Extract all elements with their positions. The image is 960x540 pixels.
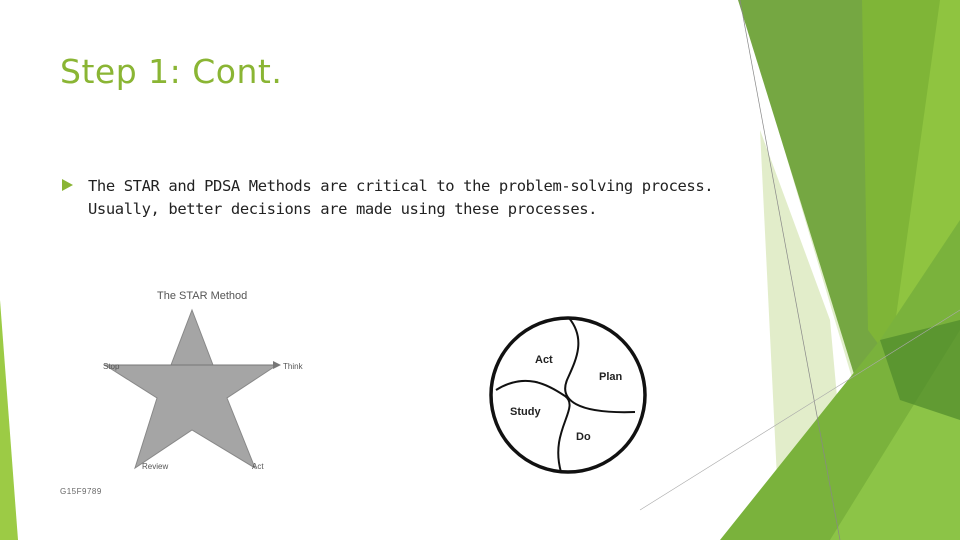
pdsa-cycle-diagram: Act Plan Study Do [489,316,647,474]
deco-mid-wedge [738,0,890,400]
pdsa-label-act: Act [535,354,553,366]
pdsa-label-study: Study [510,406,541,418]
pdsa-divider-2 [495,379,571,473]
pdsa-outer-circle [489,316,647,474]
left-edge-shape [0,300,18,540]
star-shape [103,308,279,470]
page-title: Step 1: Cont. [60,52,283,91]
star-label-review: Review [142,462,168,471]
pdsa-label-do: Do [576,431,591,443]
deco-mid-right [862,0,940,360]
deco-line-2 [639,309,960,511]
arrow-right-icon [273,361,281,369]
deco-dark-strip [880,320,960,420]
star-method-diagram: The STAR Method Stop Think Review Act [103,290,304,471]
pdsa-label-plan: Plan [599,371,623,383]
star-label-stop: Stop [103,362,120,371]
deco-line-1 [739,0,841,540]
star-label-think: Think [283,362,304,371]
star-label-act: Act [252,462,264,471]
star-diagram-title: The STAR Method [157,290,247,302]
footer-id: G15F9789 [60,487,102,496]
bullet-arrow-icon [62,179,73,191]
bullet-text: The STAR and PDSA Methods are critical t… [88,177,714,218]
pdsa-divider-1 [564,317,636,414]
